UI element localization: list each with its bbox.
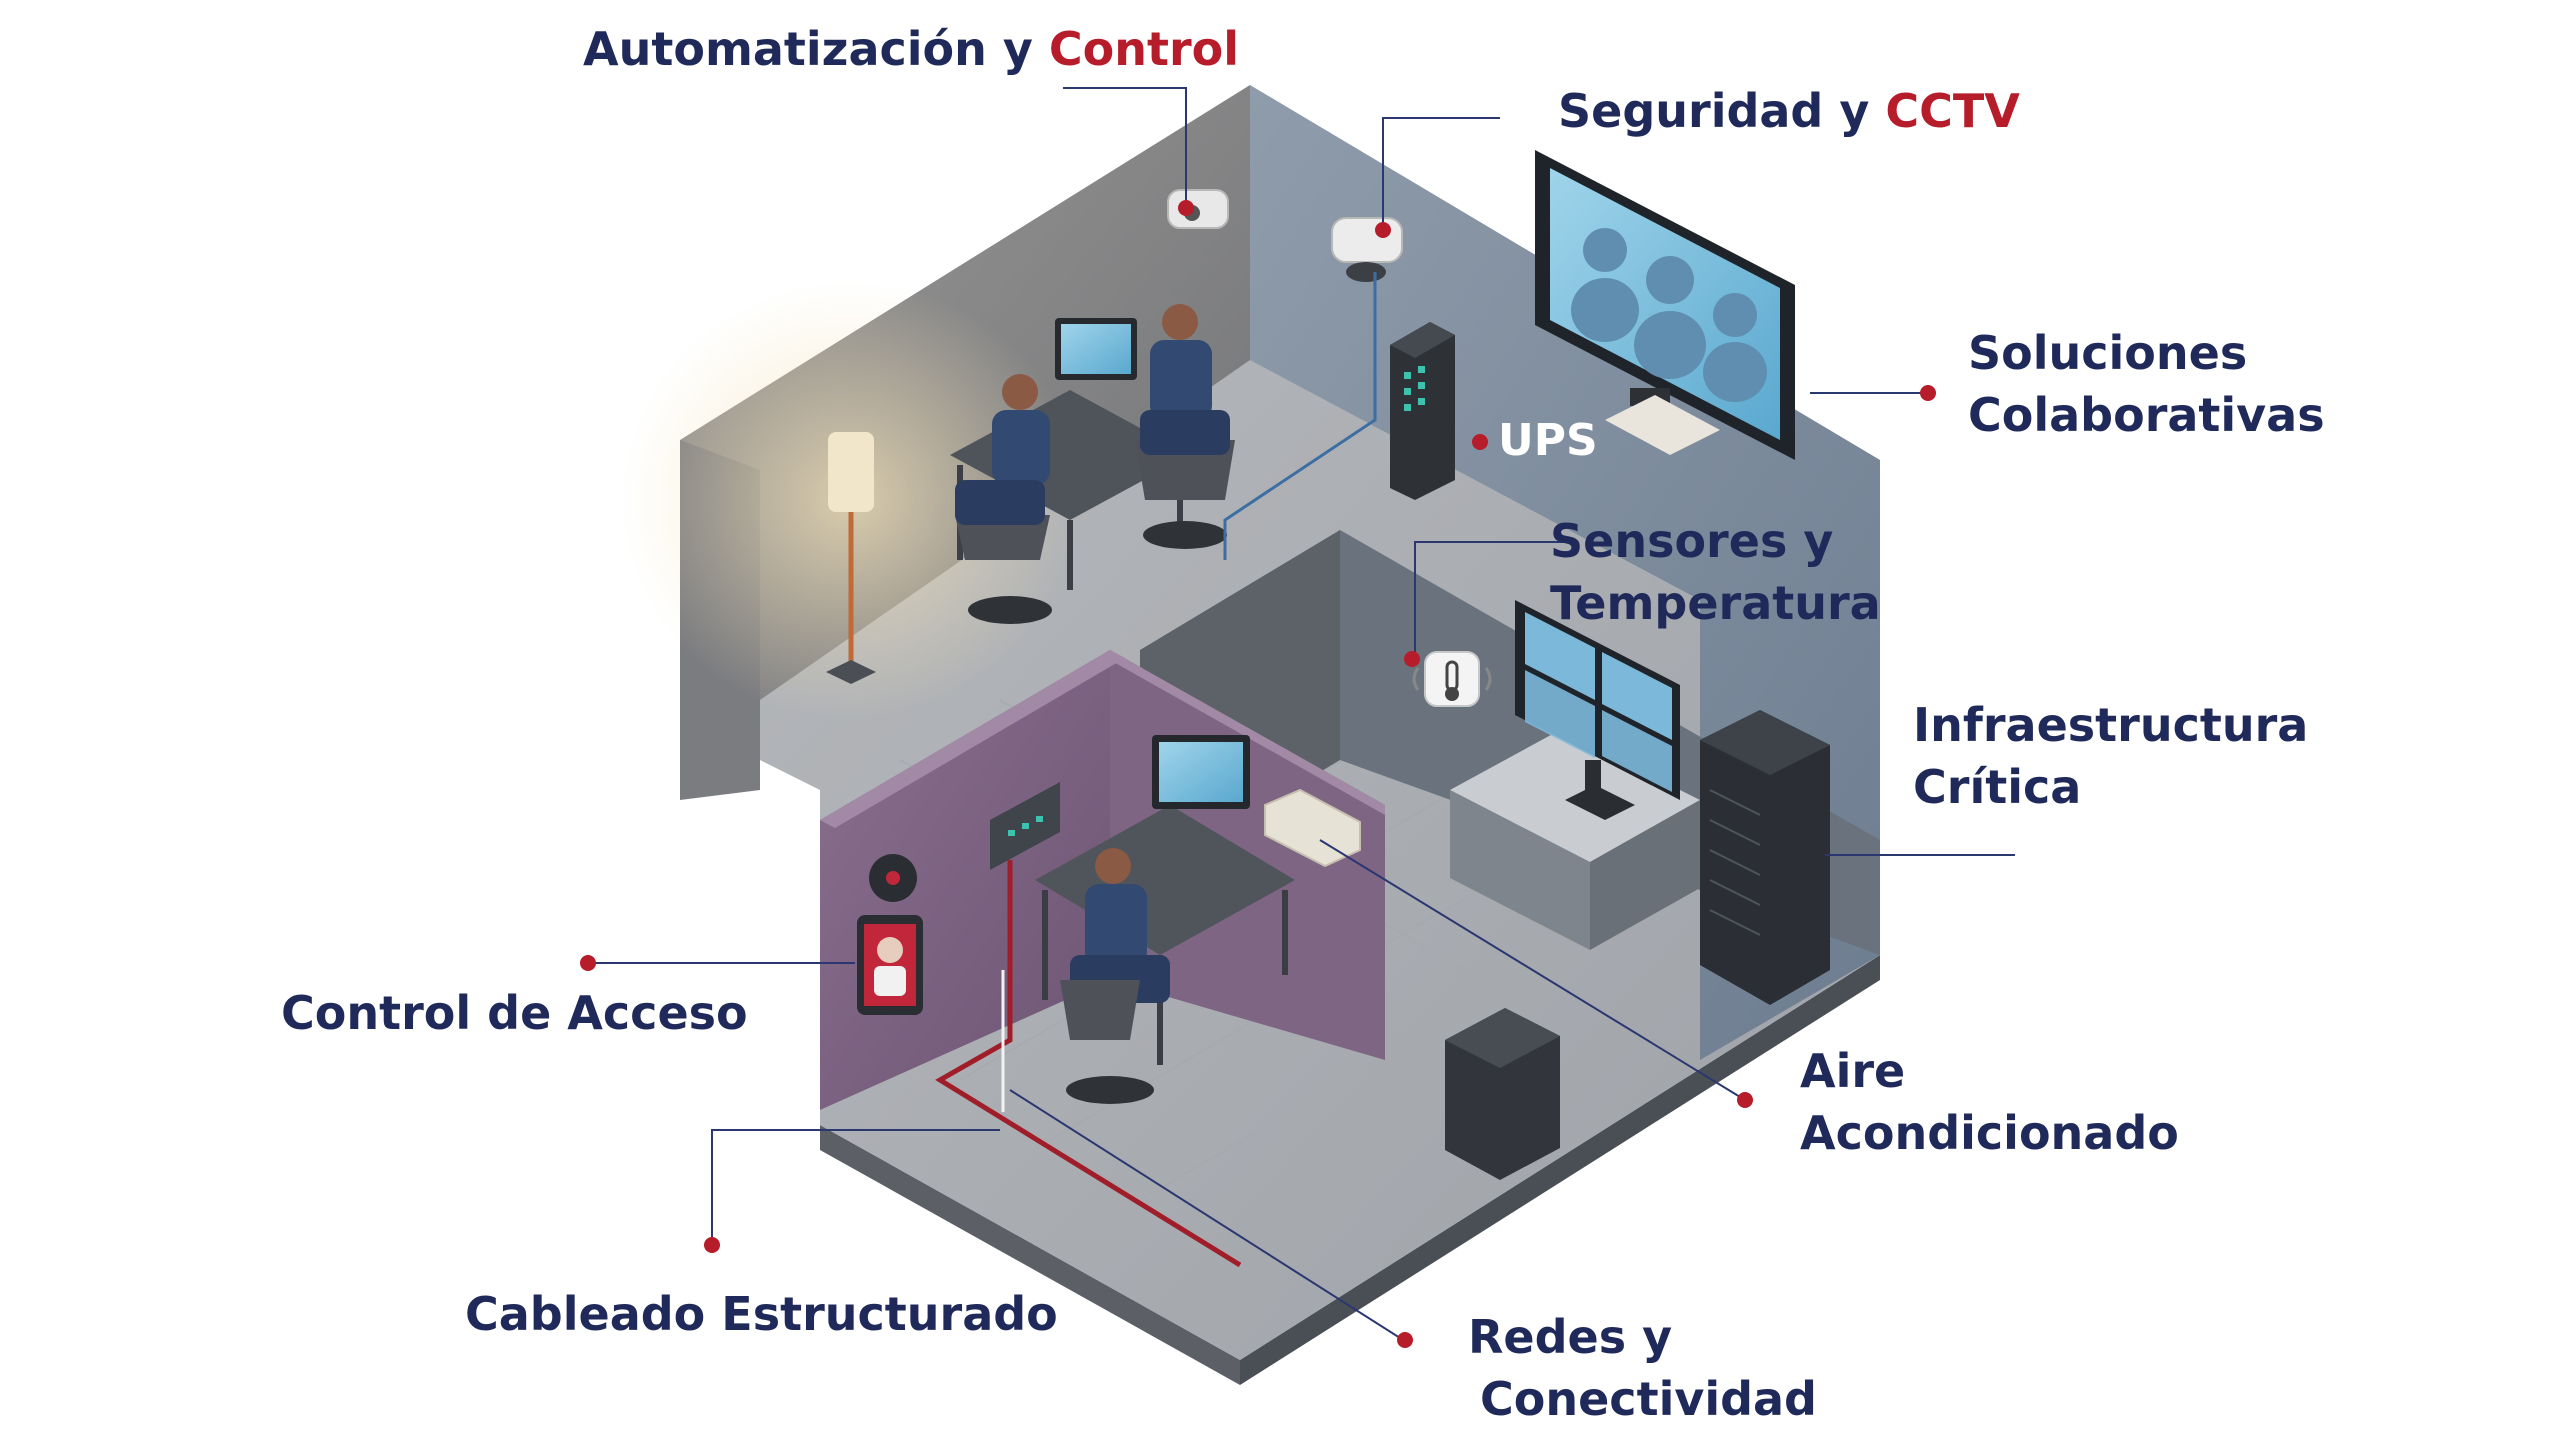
label-redes-line1: Redes y bbox=[1468, 1310, 1673, 1364]
callout-dot-aire bbox=[1737, 1092, 1753, 1108]
label-soluciones-line2: Colaborativas bbox=[1968, 388, 2325, 442]
chair-base bbox=[1066, 1076, 1154, 1104]
upper-monitor-screen bbox=[1061, 324, 1131, 374]
callout-dot-automatizacion bbox=[1178, 200, 1194, 216]
label-redes-conectividad: Redes y Conectividad bbox=[1468, 1306, 1817, 1430]
callout-dot-control-acceso bbox=[580, 955, 596, 971]
lamp-base bbox=[826, 660, 876, 684]
label-seguridad-part1: Seguridad y bbox=[1558, 84, 1886, 138]
lower-monitor-screen bbox=[1159, 742, 1243, 802]
callout-line-cableado bbox=[711, 1129, 1000, 1245]
label-seguridad-part2: CCTV bbox=[1885, 84, 2020, 138]
video-conference-icon bbox=[1535, 150, 1795, 460]
lower-office bbox=[857, 735, 1361, 1104]
callout-dot-redes bbox=[1397, 1332, 1413, 1348]
callout-dot-cableado bbox=[704, 1237, 720, 1253]
callout-dot-sensores bbox=[1404, 651, 1420, 667]
person-seated-lower bbox=[1060, 848, 1170, 1040]
label-infraestructura-critica: Infraestructura Crítica bbox=[1913, 694, 2308, 818]
callout-line-seguridad bbox=[1382, 117, 1500, 230]
air-conditioner bbox=[1264, 788, 1361, 868]
ups-unit bbox=[1390, 322, 1455, 500]
lamp-shade bbox=[828, 432, 874, 512]
label-sensores-line2: Temperatura bbox=[1550, 576, 1881, 630]
cabling bbox=[935, 272, 1377, 1268]
callout-line-redes bbox=[1009, 1089, 1401, 1339]
label-control-acceso: Control de Acceso bbox=[281, 986, 748, 1040]
console-desk-front bbox=[1450, 790, 1590, 950]
label-soluciones-colaborativas: Soluciones Colaborativas bbox=[1968, 322, 2325, 446]
upper-office bbox=[826, 304, 1235, 684]
callout-dot-soluciones bbox=[1920, 385, 1936, 401]
label-aire-line1: Aire bbox=[1800, 1044, 1906, 1098]
callout-dot-seguridad bbox=[1375, 222, 1391, 238]
label-automatizacion-part2: Control bbox=[1048, 22, 1240, 76]
office-wall-top-right bbox=[1110, 650, 1385, 815]
label-seguridad-cctv: Seguridad y CCTV bbox=[1558, 80, 2020, 142]
cable-red bbox=[935, 860, 1242, 1268]
callouts bbox=[588, 87, 2015, 1339]
person-seated-right bbox=[1135, 304, 1235, 500]
label-redes-line2: Conectividad bbox=[1480, 1372, 1817, 1426]
label-cableado-estructurado: Cableado Estructurado bbox=[465, 1287, 1058, 1341]
pc-tower bbox=[1445, 1008, 1560, 1180]
console-desk-side bbox=[1590, 800, 1700, 950]
label-infraestructura-line2: Crítica bbox=[1913, 760, 2082, 814]
callout-line-aire bbox=[1319, 839, 1746, 1101]
monitor-wall bbox=[1515, 600, 1680, 820]
cable-blue-ups bbox=[1223, 272, 1377, 560]
person-seated-left bbox=[955, 374, 1050, 560]
label-sensores-line1: Sensores y bbox=[1550, 514, 1834, 568]
callout-dots bbox=[580, 200, 1936, 1348]
label-ups: UPS bbox=[1498, 415, 1598, 466]
face-recognition-icon bbox=[857, 854, 923, 1015]
chair-base bbox=[1143, 521, 1227, 549]
chair-base bbox=[968, 596, 1052, 624]
label-automatizacion-part1: Automatización y bbox=[583, 22, 1049, 76]
server-room bbox=[1412, 600, 1830, 1180]
office-wall-top-left bbox=[820, 650, 1125, 828]
server-rack-icon bbox=[1700, 710, 1830, 1005]
base-slab-left bbox=[820, 1125, 1240, 1385]
label-soluciones-line1: Soluciones bbox=[1968, 326, 2248, 380]
label-infraestructura-line1: Infraestructura bbox=[1913, 698, 2309, 752]
callout-dot-ups bbox=[1472, 434, 1488, 450]
callout-line-sensores bbox=[1414, 541, 1565, 658]
automation-sensor-icon bbox=[1167, 189, 1229, 229]
label-aire-acondicionado: Aire Acondicionado bbox=[1800, 1040, 2179, 1164]
callout-line-automatizacion bbox=[1063, 87, 1187, 208]
label-aire-line2: Acondicionado bbox=[1800, 1106, 2179, 1160]
base-slab-right bbox=[1240, 955, 1880, 1385]
thermometer-icon bbox=[1412, 651, 1492, 707]
label-automatizacion-control: Automatización y Control bbox=[583, 18, 1239, 80]
label-sensores-temperatura: Sensores y Temperatura bbox=[1550, 510, 1881, 634]
